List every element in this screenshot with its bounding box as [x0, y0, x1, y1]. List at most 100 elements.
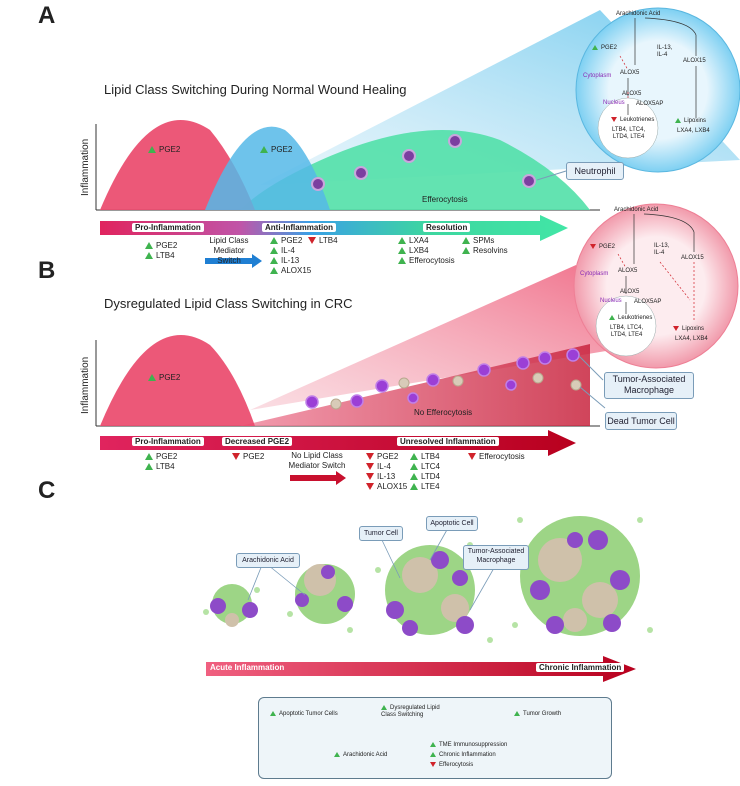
cycle-dysregulated: Dysregulated Lipid Class Switching: [381, 705, 440, 718]
up-arrow-icon: [430, 752, 436, 757]
up-arrow-icon: [609, 315, 615, 320]
down-arrow-icon: [308, 237, 316, 244]
panel-a-efferocytosis: Efferocytosis: [422, 195, 468, 204]
col2-item: IL-13: [270, 256, 311, 266]
circle-a-cytoplasm: Cytoplasm: [583, 73, 612, 79]
b-col1-item: PGE2: [145, 452, 177, 462]
panel-a-title: Lipid Class Switching During Normal Woun…: [104, 82, 407, 97]
panel-b-col3: PGE2 IL-4 IL-13 ALOX15: [366, 452, 407, 492]
circle-b-il: IL-13, IL-4: [654, 243, 670, 256]
down-arrow-icon: [366, 453, 374, 460]
circle-a-il: IL-13, IL-4: [657, 45, 673, 58]
up-arrow-icon: [592, 45, 598, 50]
circle-a-lt-list: LTB4, LTC4, LTD4, LTE4: [612, 127, 646, 140]
dead-tumor-callout: Dead Tumor Cell: [605, 412, 677, 430]
down-arrow-icon: [366, 473, 374, 480]
col3-item: LXA4: [398, 236, 455, 246]
up-arrow-icon: [148, 146, 156, 153]
up-arrow-icon: [462, 247, 470, 254]
circle-b-leukotrienes: Leukotrienes: [609, 315, 652, 322]
circle-b-nucleus: Nucleus: [600, 298, 622, 304]
up-arrow-icon: [410, 463, 418, 470]
up-arrow-icon: [462, 237, 470, 244]
col2-item: PGE2: [270, 236, 311, 246]
col3-item: Efferocytosis: [398, 256, 455, 266]
arrow-a-label-1: Pro-Inflammation: [132, 223, 204, 232]
up-arrow-icon: [514, 711, 520, 716]
tam-c-callout: Tumor-Associated Macrophage: [463, 545, 529, 570]
up-arrow-icon: [145, 242, 153, 249]
panel-b-letter: B: [38, 257, 56, 284]
arrow-a-label-3: Resolution: [423, 223, 471, 232]
neutrophil-callout: Neutrophil: [566, 162, 624, 180]
col1-item: PGE2: [145, 241, 177, 251]
panel-a-peak2-label: PGE2: [260, 145, 292, 155]
tam-callout: Tumor-Associated Macrophage: [604, 372, 694, 399]
circle-a-nucleus: Nucleus: [603, 100, 625, 106]
up-arrow-icon: [145, 252, 153, 259]
b-col4-item: LTB4: [410, 452, 440, 462]
cycle-apoptotic: Apoptotic Tumor Cells: [270, 711, 338, 718]
down-arrow-icon: [430, 762, 436, 767]
panel-a-col1: PGE2 LTB4: [145, 241, 177, 261]
circle-b-arachidonic: Arachidonic Acid: [614, 207, 659, 213]
panel-b-y-label: Inflammation: [80, 356, 91, 414]
up-arrow-icon: [148, 374, 156, 381]
circle-b-pge2: PGE2: [590, 244, 615, 251]
circle-a-lipoxins: Lipoxins: [675, 118, 706, 125]
up-arrow-icon: [430, 742, 436, 747]
up-arrow-icon: [260, 146, 268, 153]
up-arrow-icon: [410, 473, 418, 480]
down-arrow-icon: [468, 453, 476, 460]
arrow-a-label-2: Anti-Inflammation: [262, 223, 336, 232]
panel-a-col2: PGE2 IL-4 IL-13 ALOX15: [270, 236, 311, 276]
up-arrow-icon: [270, 247, 278, 254]
panel-b-no-efferocytosis: No Efferocytosis: [414, 408, 473, 417]
up-arrow-icon: [675, 118, 681, 123]
arrow-c-right-label: Chronic Inflammation: [536, 663, 625, 672]
circle-b-alox5ap: ALOX5AP: [634, 299, 662, 305]
arrow-b-label-2: Decreased PGE2: [222, 437, 293, 446]
panel-a-col2-down: LTB4: [308, 236, 338, 246]
down-arrow-icon: [232, 453, 240, 460]
up-arrow-icon: [398, 257, 406, 264]
panel-b-col2: PGE2: [232, 452, 264, 462]
circle-a-leukotrienes: Leukotrienes: [611, 117, 654, 124]
peak1-text: PGE2: [159, 145, 181, 154]
arrow-b-label-1: Pro-Inflammation: [132, 437, 204, 446]
col4-item: SPMs: [462, 236, 508, 246]
col2-item: IL-4: [270, 246, 311, 256]
apoptotic-cell-callout: Apoptotic Cell: [426, 516, 478, 531]
cycle-growth: Tumor Growth: [514, 711, 561, 718]
b-col3-item: PGE2: [366, 452, 407, 462]
panel-b-col1: PGE2 LTB4: [145, 452, 177, 472]
panel-a-col3: LXA4 LXB4 Efferocytosis: [398, 236, 455, 266]
col3-item: LXB4: [398, 246, 455, 256]
circle-a-alox5: ALOX5: [620, 70, 640, 76]
up-arrow-icon: [145, 463, 153, 470]
up-arrow-icon: [334, 752, 340, 757]
panel-a-peak1-label: PGE2: [148, 145, 180, 155]
circle-a-alox5ap: ALOX5AP: [636, 101, 664, 107]
up-arrow-icon: [410, 483, 418, 490]
up-arrow-icon: [145, 453, 153, 460]
arrow-b-label-3: Unresolved Inflammation: [397, 437, 499, 446]
col4-item: Resolvins: [462, 246, 508, 256]
circle-a-alox5-nuc: ALOX5: [622, 91, 642, 97]
arachidonic-callout: Arachidonic Acid: [236, 553, 300, 568]
circle-b-alox5-nuc: ALOX5: [620, 289, 640, 295]
down-arrow-icon: [590, 244, 596, 249]
cycle-chronic: Chronic Inflammation: [430, 752, 496, 759]
panel-a-col4: SPMs Resolvins: [462, 236, 508, 256]
circle-a-lx-list: LXA4, LXB4: [677, 128, 710, 134]
cycle-arachidonic: Arachidonic Acid: [334, 752, 387, 759]
up-arrow-icon: [398, 247, 406, 254]
up-arrow-icon: [410, 453, 418, 460]
down-arrow-icon: [673, 326, 679, 331]
up-arrow-icon: [381, 705, 387, 710]
col2-item: ALOX15: [270, 266, 311, 276]
circle-b-cytoplasm: Cytoplasm: [580, 271, 609, 277]
down-arrow-icon: [611, 117, 617, 122]
panel-a-letter: A: [38, 2, 56, 29]
